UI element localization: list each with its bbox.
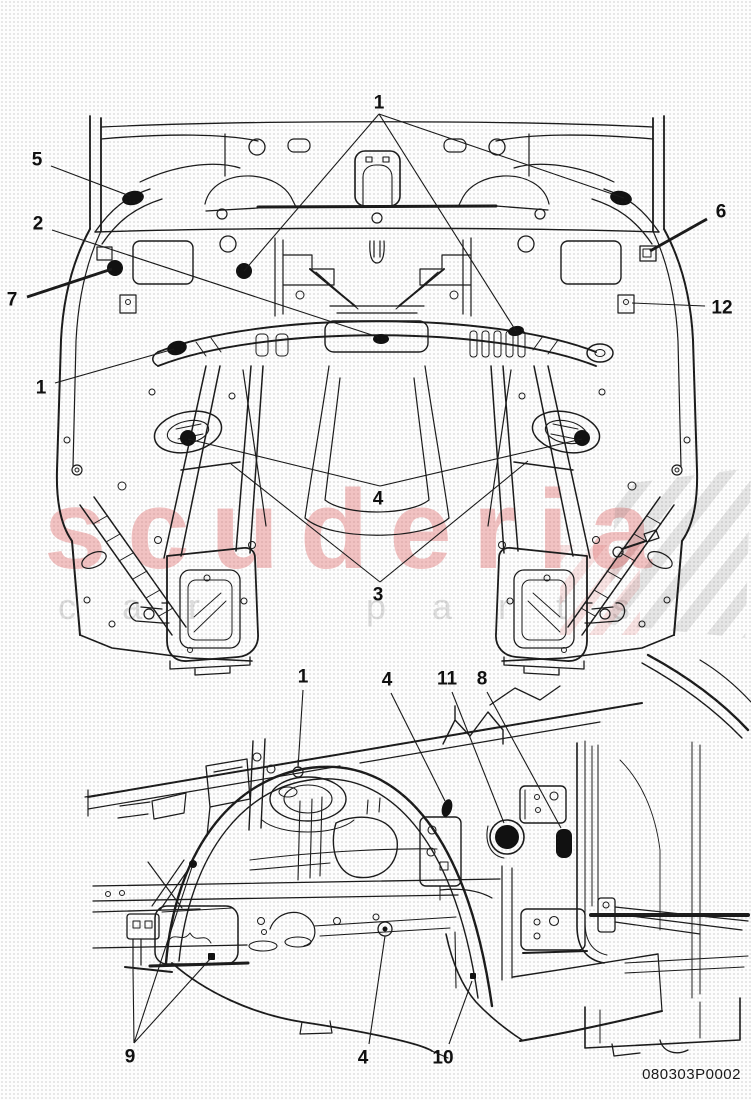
leader-line-9 (133, 957, 212, 1044)
leader-line-1 (243, 113, 380, 272)
leader-line-8 (486, 691, 562, 829)
leader-line-9 (133, 866, 193, 1044)
leader-line-4 (187, 438, 381, 487)
leader-line-1 (297, 689, 304, 769)
leader-line-4 (368, 935, 386, 1045)
fitting-marker (556, 829, 572, 858)
leader-line-2 (51, 229, 379, 338)
callout-label-12: 12 (711, 298, 732, 319)
callout-label-10: 10 (432, 1048, 453, 1069)
callout-label-4: 4 (382, 670, 393, 691)
leader-line-1 (378, 113, 625, 199)
leader-line-6 (649, 217, 708, 253)
fitting-marker (122, 190, 144, 206)
leader-line-1 (378, 113, 517, 332)
fitting-marker (382, 926, 388, 932)
fitting-marker (373, 334, 389, 344)
callout-label-1: 1 (298, 667, 309, 688)
callout-label-6: 6 (716, 202, 727, 223)
leader-line-5 (50, 165, 131, 197)
callout-label-3: 3 (373, 585, 384, 606)
fitting-marker (167, 340, 187, 356)
leader-line-4 (390, 692, 446, 802)
callout-label-7: 7 (7, 290, 18, 311)
callout-label-2: 2 (33, 214, 44, 235)
leader-line-1 (54, 348, 175, 384)
leader-line-3 (379, 460, 529, 583)
callout-label-8: 8 (477, 669, 488, 690)
fitting-marker (610, 190, 632, 206)
leader-line-10 (448, 980, 473, 1045)
callout-label-1: 1 (36, 378, 47, 399)
leader-line-4 (379, 438, 583, 487)
fitting-marker (495, 825, 519, 849)
fitting-marker (470, 973, 476, 979)
fitting-marker (441, 799, 453, 817)
fitting-marker (208, 953, 215, 960)
fitting-marker (189, 860, 197, 868)
leader-line-7 (26, 267, 113, 299)
leader-line-11 (451, 691, 505, 824)
leader-line-3 (230, 463, 381, 583)
diagram-front-view (55, 115, 699, 676)
drawing-number: 080303P0002 (642, 1066, 741, 1083)
callout-label-4: 4 (358, 1048, 369, 1069)
diagram-side-view (84, 653, 751, 1059)
leader-line-9 (132, 968, 135, 1044)
callout-label-4: 4 (373, 489, 384, 510)
fitting-marker (107, 260, 123, 276)
callout-label-11: 11 (437, 669, 458, 690)
callout-label-9: 9 (125, 1047, 136, 1068)
fitting-marker (574, 430, 590, 446)
fitting-marker (180, 430, 196, 446)
callout-label-5: 5 (32, 150, 43, 171)
leader-line-12 (631, 302, 706, 307)
callout-label-1: 1 (374, 93, 385, 114)
